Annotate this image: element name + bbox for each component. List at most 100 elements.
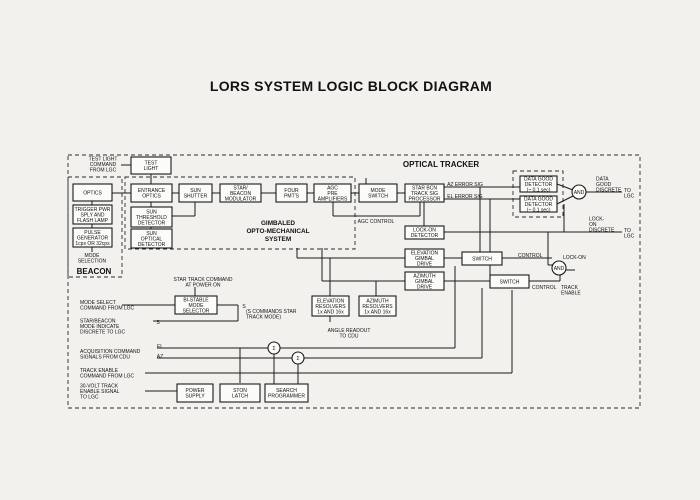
label-volt-track-line-3: TO LGC [80,395,99,401]
label-s-commands-line-1: (S COMMANDS STAR [246,309,297,315]
block-search-prog-frame [264,383,309,403]
label-el-error: EL ERROR SIG [447,194,482,200]
gate-sum2-circle [291,351,305,365]
block-optics-frame [72,183,113,202]
label-lock-on-discrete-line-1: LOCK- [589,216,605,222]
block-test-light-text-line-1: TEST [145,161,158,167]
block-azim-gimbal-frame [404,271,445,291]
data-good-boundary [512,170,564,218]
label-control-1-text: CONTROL [518,253,543,259]
label-el-error-text: EL ERROR SIG [447,194,482,200]
label-test-light-cmd-line-2: COMMAND [90,162,117,168]
gate-sum1: Σ [267,341,281,355]
block-elev-gimbal-text-line-3: DRIVE [417,261,433,267]
block-star-bcn-proc-text-line-1: STAR BCN [412,186,437,192]
block-test-light-frame [130,156,172,175]
gate-sum2-label: Σ [296,356,299,362]
block-data-good-2-frame [519,195,558,213]
label-track-enable-line-1: TRACK [561,285,579,291]
block-bistable-text-line-3: SELECTOR [183,308,210,314]
label-star-beacon-ind-line-1: STAR/BEACON [80,318,116,324]
block-data-good-2-text-line-3: (~ 0.1 sec) [527,207,551,213]
block-sun-threshold-text-line-1: SUN [146,210,157,216]
block-power-supply-text-line-2: SUPPLY [185,394,205,400]
label-s1: S [242,304,246,310]
label-mode-selection-line-2: SELECTION [78,259,107,265]
label-lock-on-discrete-line-3: DISCRETE [589,228,615,234]
block-azim-gimbal-text-line-2: GIMBAL [415,279,434,285]
block-search-prog-text-line-1: SEARCH [276,388,297,394]
block-four-pmts-text-line-1: FOUR [284,188,299,194]
block-switch-1: SWITCH [461,251,503,266]
gimbaled-boundary [124,176,356,250]
block-ston-latch-text-line-2: LATCH [232,394,248,400]
label-agc-control: AGC CONTROL [358,219,395,225]
block-azim-gimbal-text-line-3: DRIVE [417,284,433,290]
block-pulse-gen-text-line-1: PULSE [84,230,101,236]
label-acq-cmd-line-1: ACQUISITION COMMAND [80,349,141,355]
gate-and2-circle [551,260,567,276]
label-volt-track-line-2: ENABLE SIGNAL [80,389,120,395]
block-data-good-2-text-line-1: DATA GOOD [524,197,553,203]
block-mode-switch-frame [358,183,398,203]
block-elev-resolvers-text-line-1: ELEVATION [317,299,345,305]
block-bistable-frame [174,295,218,315]
label-star-beacon-ind-line-2: MODE INDICATE [80,324,120,330]
label-track-enable-cmd-line-2: COMMAND FROM LGC [80,374,135,380]
block-star-bcn-proc-text-line-3: PROCESSOR [409,196,441,202]
block-mode-switch-text-line-2: SWITCH [368,194,388,200]
block-switch-1-text-line-1: SWITCH [472,256,492,262]
block-azim-resolvers-text-line-1: AZIMUTH [366,299,389,305]
label-lock-on-text: LOCK-ON [563,255,586,261]
block-azim-resolvers-frame [358,295,397,317]
label-test-light-cmd-line-3: FROM LGC [90,168,117,174]
block-star-bcn-proc-frame [404,183,445,203]
label-data-good-discrete-line-1: DATA [596,176,609,182]
block-lock-on-det-text-line-1: LOCK-ON [413,228,436,234]
block-switch-2-frame [489,274,530,289]
label-s-commands-line-2: TRACK MODE) [246,315,281,321]
block-star-beacon-mod-text-line-3: MODULATOR [225,196,257,202]
label-el-in: EL [157,344,163,350]
label-s2-text: S [156,320,160,326]
gimbaled-label-3: SYSTEM [265,236,291,243]
label-agc-control-text: AGC CONTROL [358,219,395,225]
block-mode-switch-text-line-1: MODE [371,188,387,194]
block-entrance-optics-text-line-2: OPTICS [142,194,161,200]
block-azim-resolvers-text-line-3: 1x AND 16x [364,309,391,315]
block-agc-pre-text-line-1: AGC [327,186,338,192]
label-to-lgc-1-line-1: TO [624,188,631,194]
label-control-2-text: CONTROL [532,285,557,291]
block-entrance-optics-frame [130,183,173,203]
label-az-error-text: AZ ERROR SIG [447,182,483,188]
label-lock-on: LOCK-ON [563,255,586,261]
label-control-1: CONTROL [518,253,543,259]
label-track-enable-cmd-line-1: TRACK ENABLE [80,368,119,374]
block-entrance-optics-text-line-1: ENTRANCE [138,188,166,194]
label-test-light-cmd-line-1: TEST LIGHT [89,156,118,162]
label-s1-text: S [242,304,246,310]
label-to-lgc-2-line-2: LGC [624,234,635,240]
gate-and2-label: AND [554,266,565,272]
block-data-good-1-text-line-3: (~ 0.1 sec) [527,187,551,193]
gate-sum1-label: Σ [272,346,275,352]
